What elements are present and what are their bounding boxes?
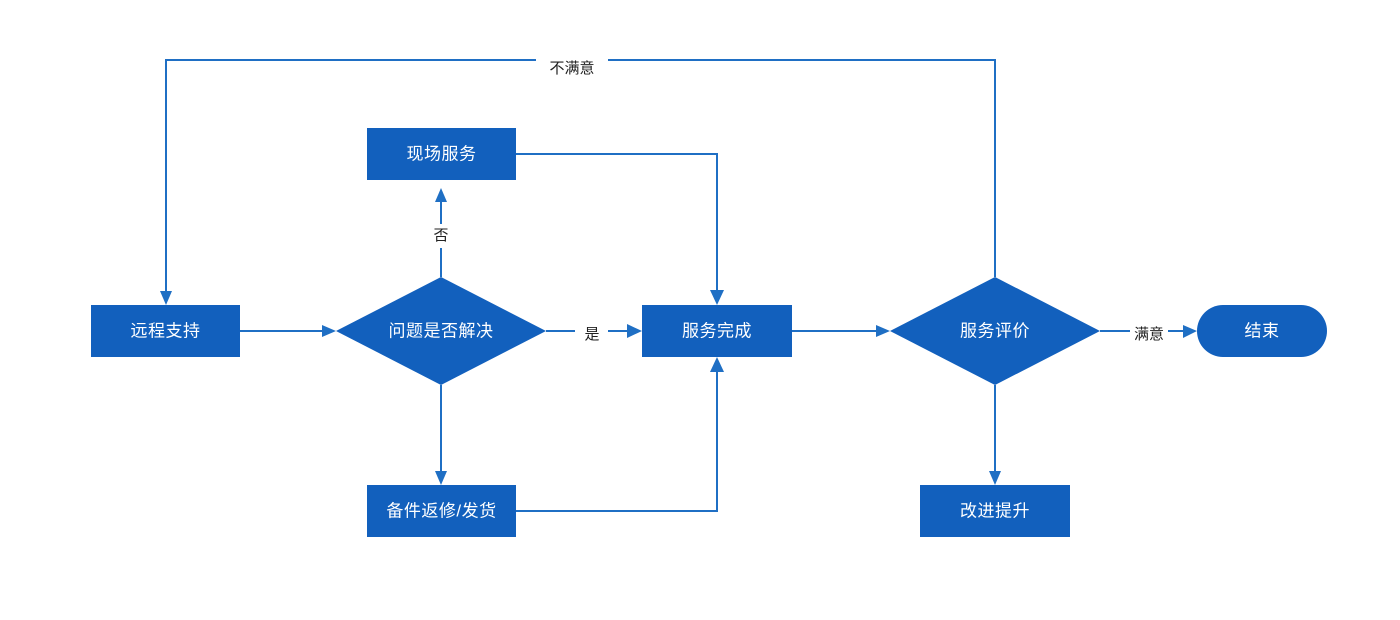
edge-evaluation-dissatisfied-to-remote (160, 59, 996, 305)
edge-spare-parts-to-complete (516, 357, 724, 512)
edge-label-satisfied-text: 满意 (1134, 325, 1164, 343)
node-spare-parts[interactable]: 备件返修/发货 (367, 485, 516, 537)
node-service-complete[interactable]: 服务完成 (642, 305, 792, 357)
edge-evaluation-down-to-improvement (989, 385, 1001, 485)
node-remote-support[interactable]: 远程支持 (91, 305, 240, 357)
node-service-evaluation-label: 服务评价 (960, 321, 1030, 340)
edge-remote-to-decision (240, 325, 336, 337)
node-service-complete-label: 服务完成 (682, 321, 752, 340)
edge-label-dissatisfied: 不满意 (536, 56, 608, 80)
node-service-evaluation[interactable]: 服务评价 (890, 277, 1100, 385)
node-onsite-service-label: 现场服务 (407, 144, 477, 163)
edge-label-no: 否 (427, 224, 455, 248)
node-remote-support-label: 远程支持 (131, 321, 201, 340)
edge-evaluation-satisfied-to-end (1100, 325, 1197, 338)
edge-decision-yes-to-complete (546, 324, 642, 338)
node-end-label: 结束 (1245, 321, 1280, 340)
edge-label-yes-text: 是 (584, 326, 599, 343)
edge-complete-to-evaluation (792, 325, 890, 337)
node-problem-resolved-label: 问题是否解决 (389, 321, 494, 340)
node-spare-parts-label: 备件返修/发货 (386, 501, 496, 520)
edge-onsite-to-complete (516, 153, 724, 305)
edge-label-yes: 是 (584, 326, 599, 343)
node-onsite-service[interactable]: 现场服务 (367, 128, 516, 180)
node-end[interactable]: 结束 (1197, 305, 1327, 357)
node-improvement[interactable]: 改进提升 (920, 485, 1070, 537)
node-problem-resolved[interactable]: 问题是否解决 (336, 277, 546, 385)
edge-label-dissatisfied-text: 不满意 (549, 59, 594, 77)
edge-label-satisfied: 满意 (1134, 325, 1164, 343)
edge-label-no-text: 否 (433, 227, 448, 244)
node-improvement-label: 改进提升 (960, 501, 1030, 520)
edge-decision-down-to-spare-parts (435, 385, 447, 485)
